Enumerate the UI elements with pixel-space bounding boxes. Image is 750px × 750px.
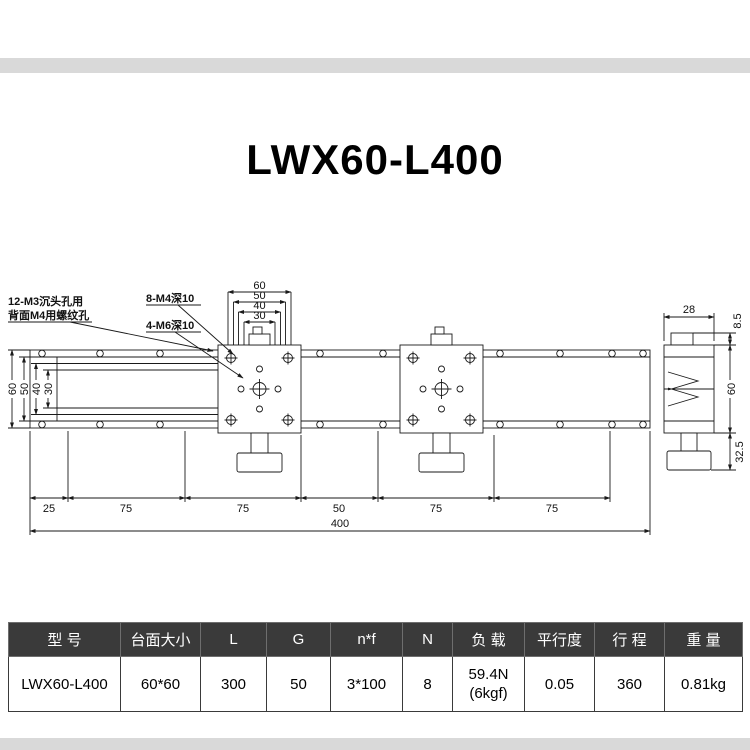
- col-header-parallelism: 平行度: [524, 622, 595, 657]
- knob-side: [666, 432, 712, 471]
- dovetail-profile: [667, 371, 700, 407]
- col-header-load: 负 载: [452, 622, 525, 657]
- technical-drawing: 60 50 40 30 60 50 40 30 25 75: [7, 280, 746, 535]
- dim-seg-75a: 75: [120, 503, 132, 515]
- dim-left-50: 50: [19, 383, 31, 395]
- knob-2: [418, 432, 465, 473]
- knob-1: [236, 432, 283, 473]
- dim-side-60: 60: [726, 383, 738, 395]
- dim-seg-25: 25: [43, 503, 55, 515]
- cell-travel: 360: [594, 656, 665, 712]
- col-header-L: L: [200, 622, 267, 657]
- bottom-divider: [0, 738, 750, 750]
- dim-top-50: 50: [253, 290, 265, 302]
- dim-seg-50: 50: [333, 503, 345, 515]
- col-header-model: 型 号: [8, 622, 121, 657]
- cell-parallelism: 0.05: [524, 656, 595, 712]
- note-m4-holes: 8-M4深10: [146, 291, 194, 305]
- note-m6-holes: 4-M6深10: [146, 318, 194, 332]
- hole-notes: 12-M3沉头孔用 背面M4用螺纹孔 8-M4深10 4-M6深10: [8, 291, 244, 379]
- dim-top-30: 30: [253, 310, 265, 322]
- page-title: LWX60-L400: [246, 136, 504, 183]
- cell-load-line2: (6kgf): [469, 685, 508, 702]
- dim-seg-75d: 75: [546, 503, 558, 515]
- carriage-1: [217, 326, 302, 473]
- dim-top-60: 60: [253, 280, 265, 292]
- dim-left-40: 40: [31, 383, 43, 395]
- col-header-travel: 行 程: [594, 622, 665, 657]
- dim-top-40: 40: [253, 300, 265, 312]
- cell-weight: 0.81kg: [664, 656, 743, 712]
- col-header-table-size: 台面大小: [120, 622, 201, 657]
- dim-side-8-5: 8.5: [732, 313, 744, 328]
- dim-side-28: 28: [683, 304, 695, 316]
- dims-left: 60 50 40 30: [7, 349, 57, 429]
- spec-table: 型 号 台面大小 L G n*f N 负 载 平行度 行 程 重 量 LWX60…: [8, 622, 743, 712]
- table-header-row: 型 号 台面大小 L G n*f N 负 载 平行度 行 程 重 量: [8, 622, 743, 657]
- col-header-nf: n*f: [330, 622, 403, 657]
- side-view: [663, 332, 715, 471]
- cell-L: 300: [200, 656, 267, 712]
- rail-body: [29, 349, 651, 429]
- rail-screws: [38, 349, 647, 429]
- dims-top: 60 50 40 30: [227, 280, 292, 345]
- dim-seg-75c: 75: [430, 503, 442, 515]
- top-divider: [0, 58, 750, 73]
- cell-N: 8: [402, 656, 453, 712]
- dims-bottom: 25 75 75 50 75 75 400: [29, 431, 651, 535]
- dims-side: 28 8.5 60 32.5: [663, 304, 746, 471]
- cell-model: LWX60-L400: [8, 656, 121, 712]
- sensor-block: [248, 333, 271, 346]
- col-header-N: N: [402, 622, 453, 657]
- cell-load-line1: 59.4N: [468, 666, 509, 683]
- cell-nf: 3*100: [330, 656, 403, 712]
- dim-side-32-5: 32.5: [734, 441, 746, 462]
- dim-total-400: 400: [331, 518, 349, 530]
- note-countersunk-line2: 背面M4用螺纹孔: [8, 308, 89, 322]
- dim-left-60: 60: [7, 383, 19, 395]
- col-header-G: G: [266, 622, 331, 657]
- cell-G: 50: [266, 656, 331, 712]
- note-countersunk-line1: 12-M3沉头孔用: [8, 294, 83, 308]
- carriage-2: [399, 326, 484, 473]
- dim-left-30: 30: [43, 383, 55, 395]
- sensor-block: [430, 333, 453, 346]
- col-header-weight: 重 量: [664, 622, 743, 657]
- rail-main-view: [29, 349, 651, 429]
- dim-seg-75b: 75: [237, 503, 249, 515]
- table-row: LWX60-L400 60*60 300 50 3*100 8 59.4N (6…: [8, 656, 743, 712]
- cell-load: 59.4N (6kgf): [452, 656, 525, 712]
- cell-table-size: 60*60: [120, 656, 201, 712]
